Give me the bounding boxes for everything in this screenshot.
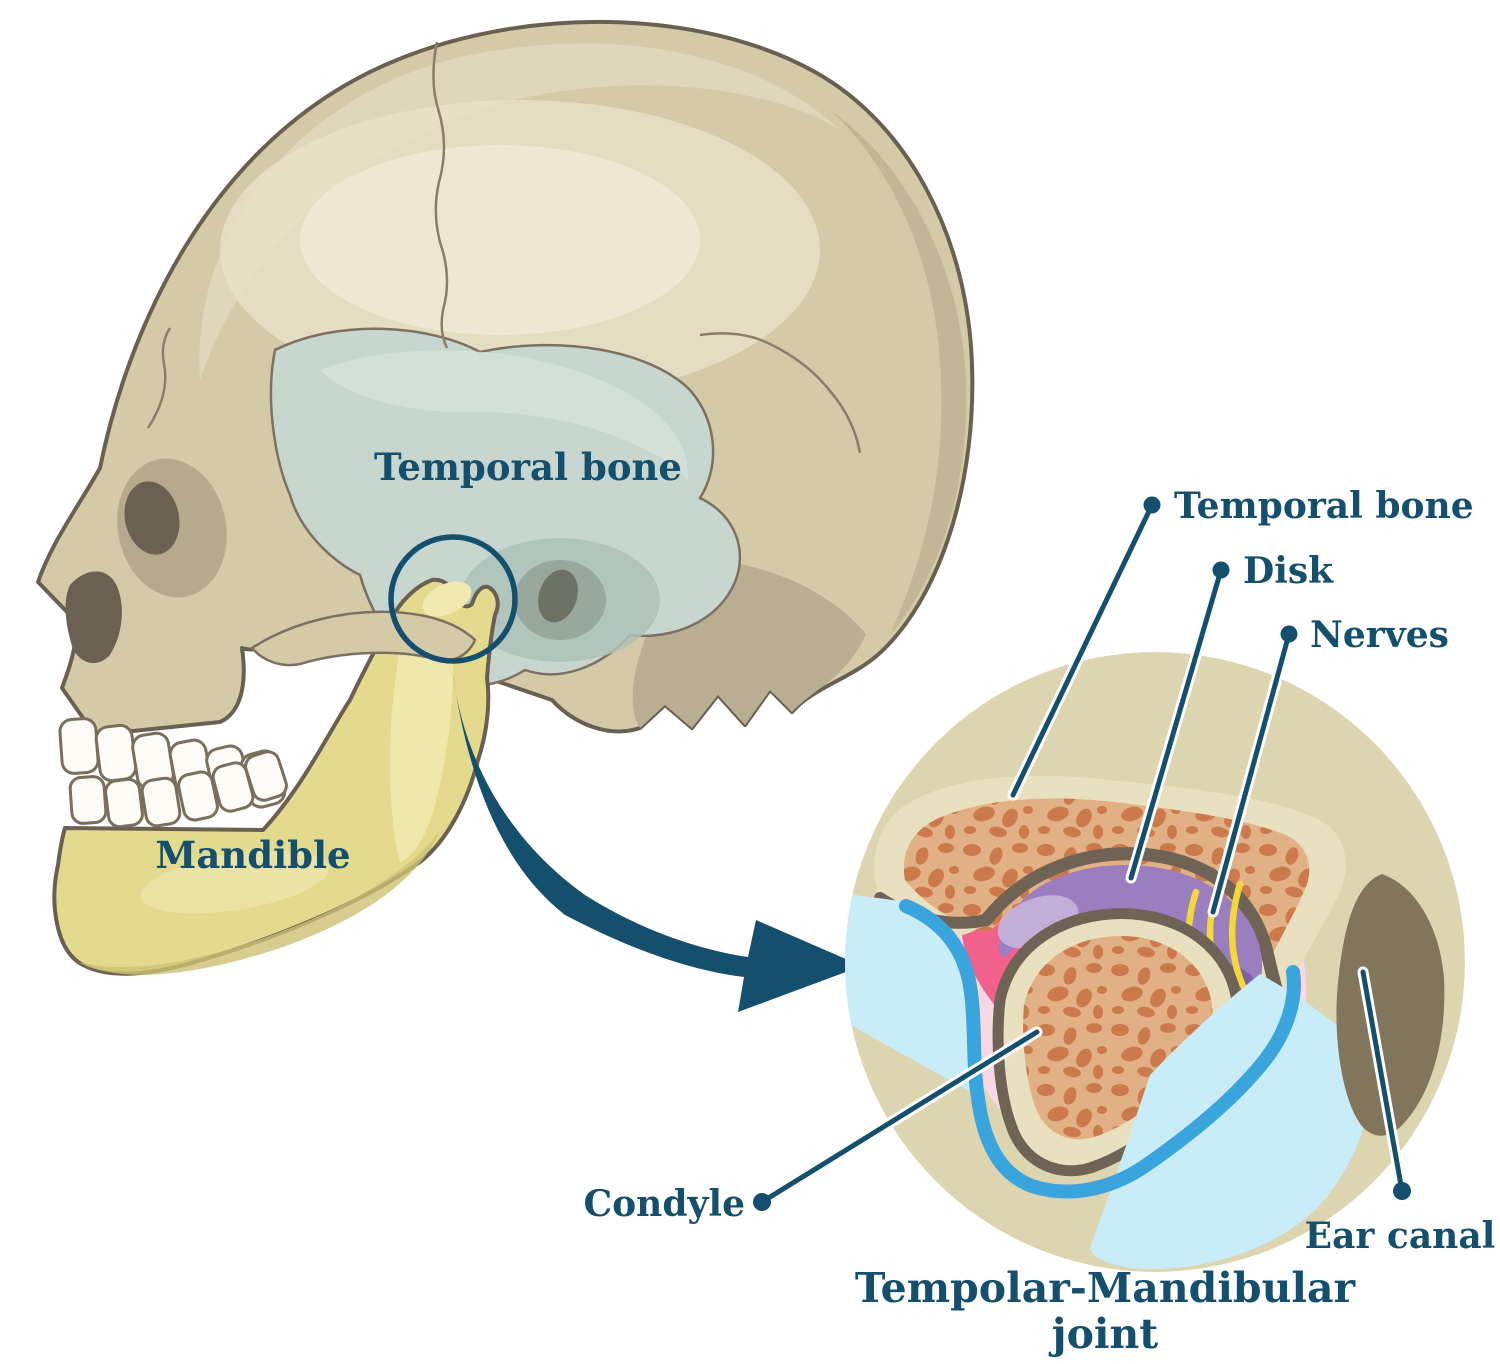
detail-temporal-bone-label: Temporal bone <box>1174 485 1474 527</box>
zoom-arrow <box>452 668 862 1012</box>
synovial-fluid-lower <box>1090 974 1372 1270</box>
nasal-aperture <box>65 571 122 664</box>
skull-illustration <box>36 20 975 1012</box>
ear-hole-icon <box>538 569 578 623</box>
detail-caption-line2: joint <box>1048 1310 1159 1358</box>
detail-disk-label: Disk <box>1243 550 1334 592</box>
tooth <box>94 723 138 783</box>
mandible-body-highlight <box>141 850 329 914</box>
leader-ear <box>1360 969 1405 1194</box>
leader-condyle <box>759 1029 1040 1205</box>
leader-temporal <box>1010 502 1155 798</box>
tooth <box>104 777 144 829</box>
coronal-suture <box>432 41 449 349</box>
detail-condyle-label: Condyle <box>583 1183 745 1225</box>
labels: Temporal bone Mandible Temporal bone Dis… <box>155 445 1495 1358</box>
synovial-fluid-left <box>845 892 976 1095</box>
cranium-shade-core <box>300 145 700 335</box>
leader-dot-temporal <box>1143 496 1161 514</box>
tmj-detail-view <box>845 652 1465 1272</box>
mandible-ramus-highlight <box>390 620 454 862</box>
tmj-locator-ring <box>388 534 518 664</box>
detail-caption-line1: Tempolar-Mandibular <box>855 1264 1357 1312</box>
leader-nerves <box>1210 631 1292 915</box>
capsule-blue-line <box>899 899 1301 1199</box>
temporal-region-highlight <box>320 350 689 480</box>
nerve-fiber <box>1228 880 1247 990</box>
leader-dot-ear <box>1393 1182 1411 1200</box>
lambdoid-suture <box>699 332 862 454</box>
tooth <box>58 717 100 775</box>
leader-dot-nerves <box>1280 625 1298 643</box>
leader-lines <box>753 496 1411 1211</box>
skull-mandible-label: Mandible <box>155 833 350 877</box>
cranium-shade-back <box>830 110 967 635</box>
tooth <box>244 750 288 802</box>
mandible-lower-shade <box>78 830 440 975</box>
leader-disk <box>1128 567 1224 881</box>
leader-dot-condyle <box>753 1193 771 1211</box>
ear-canal-shape <box>1336 874 1445 1136</box>
lower-teeth <box>68 750 288 829</box>
eye-socket-hole <box>124 481 180 555</box>
frontal-suture <box>146 327 172 429</box>
tooth <box>177 770 219 822</box>
tooth <box>140 776 182 828</box>
mandible-condyle-highlight <box>422 581 472 617</box>
detail-nerves-label: Nerves <box>1310 614 1449 656</box>
leader-dot-disk <box>1212 561 1230 579</box>
skull-temporal-bone-label: Temporal bone <box>374 445 682 489</box>
tooth <box>68 775 108 825</box>
detail-ear-canal-label: Ear canal <box>1305 1215 1496 1257</box>
